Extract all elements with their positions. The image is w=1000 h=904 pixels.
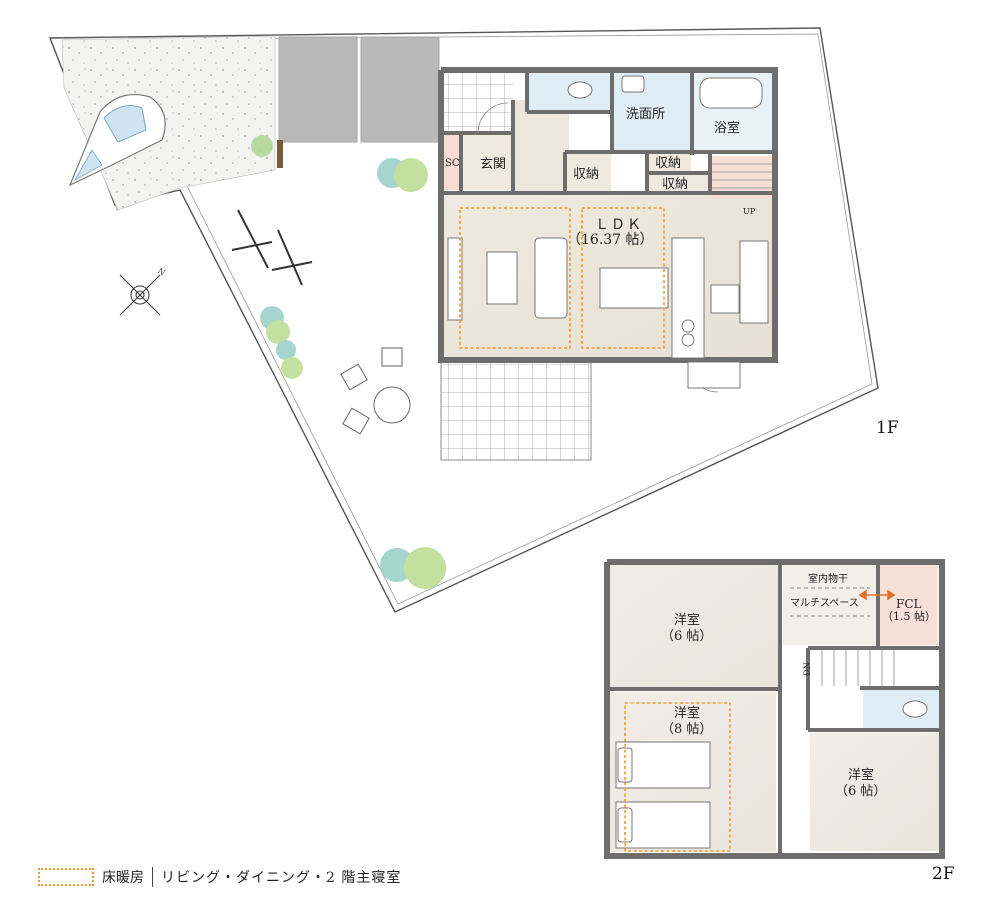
room-6a-floor <box>610 565 778 687</box>
multi-space-floor <box>783 565 878 645</box>
bathroom-fixtures <box>567 75 763 109</box>
ldk-furniture <box>447 237 769 359</box>
toilet-2f <box>902 700 928 718</box>
parking-slab-2 <box>360 36 440 143</box>
room-label-senmenjo: 洗面所 <box>626 107 666 122</box>
room-label-sc: SC <box>445 158 460 169</box>
inner-walls-2f <box>607 562 942 856</box>
legend: 床暖房 リビング・ダイニング・2 階主寝室 <box>38 866 401 888</box>
storage-floor-3 <box>649 175 709 195</box>
room-label-ldk-size: （16.37 帖） <box>567 232 654 248</box>
legend-description: リビング・ダイニング・2 階主寝室 <box>161 870 402 886</box>
bicycles <box>231 209 313 286</box>
floor-heating-1f <box>459 207 665 349</box>
garden-shrubs <box>251 135 446 589</box>
gravel-driveway <box>61 35 276 211</box>
second-floor <box>604 559 945 859</box>
room-label-yoshitsu-6a-size: （6 帖） <box>661 629 713 644</box>
room-6b-floor <box>810 733 940 851</box>
compass-icon <box>119 274 161 316</box>
room-label-shuno-3: 収納 <box>662 177 689 192</box>
room-label-multi-space: マルチスペース <box>790 598 859 609</box>
room-label-shuno-2: 収納 <box>655 156 682 171</box>
patio-table-set <box>340 347 411 435</box>
drying-lines <box>790 587 870 617</box>
parking-slab-1 <box>278 36 358 143</box>
storage-floor-2 <box>649 152 691 172</box>
room-label-yokushitsu: 浴室 <box>714 121 741 136</box>
room-label-yoshitsu-8: 洋室 <box>674 706 701 721</box>
floor-label-1f: 1F <box>876 418 899 438</box>
compass-north-label: N <box>156 266 167 277</box>
floor-heating-swatch <box>38 868 94 886</box>
stair-2f-floor <box>810 648 938 686</box>
floor-label-2f: 2F <box>932 864 955 884</box>
room-label-ldk: ＬＤＫ <box>595 217 643 233</box>
stairs-2f <box>821 648 895 686</box>
storage-floor-1 <box>567 152 611 192</box>
stair-up-label: UP <box>743 207 756 216</box>
room-label-yoshitsu-6b-size: （6 帖） <box>835 784 887 799</box>
legend-divider <box>152 867 153 887</box>
room-label-yoshitsu-6a: 洋室 <box>674 613 701 628</box>
first-floor <box>438 67 778 461</box>
stair-down-label: DN <box>802 662 812 676</box>
entry-terrace <box>440 361 592 461</box>
stairs-1f <box>712 163 772 189</box>
site-boundary <box>48 27 879 613</box>
fcl-floor <box>880 565 938 645</box>
room-label-yoshitsu-8-size: （8 帖） <box>661 722 713 737</box>
room-label-fcl: FCL <box>896 597 922 611</box>
toilet-2f-floor <box>863 690 939 728</box>
room-label-genkan: 玄関 <box>480 157 507 172</box>
room-label-yoshitsu-6b: 洋室 <box>848 768 875 783</box>
gate-post <box>277 140 283 168</box>
sc-floor <box>444 135 461 190</box>
site: N <box>48 27 879 613</box>
beds <box>615 741 711 849</box>
fcl-arrow-icon <box>858 589 896 601</box>
genkan-porch-tiles <box>441 72 513 134</box>
walls-1f <box>438 67 778 363</box>
back-door-step <box>687 361 741 389</box>
site-boundary-inner <box>63 33 873 605</box>
legend-swatch-label: 床暖房 <box>102 870 144 886</box>
walls-2f <box>604 559 945 859</box>
hallway-floor <box>513 100 569 195</box>
car <box>68 93 166 187</box>
room-label-fcl-size: （1.5 帖） <box>882 610 936 623</box>
room-label-shitsunai-hoshi: 室内物干 <box>808 574 848 585</box>
genkan-floor <box>461 135 513 190</box>
room-label-shuno-1: 収納 <box>573 167 600 182</box>
floor-heating-2f <box>624 702 731 852</box>
